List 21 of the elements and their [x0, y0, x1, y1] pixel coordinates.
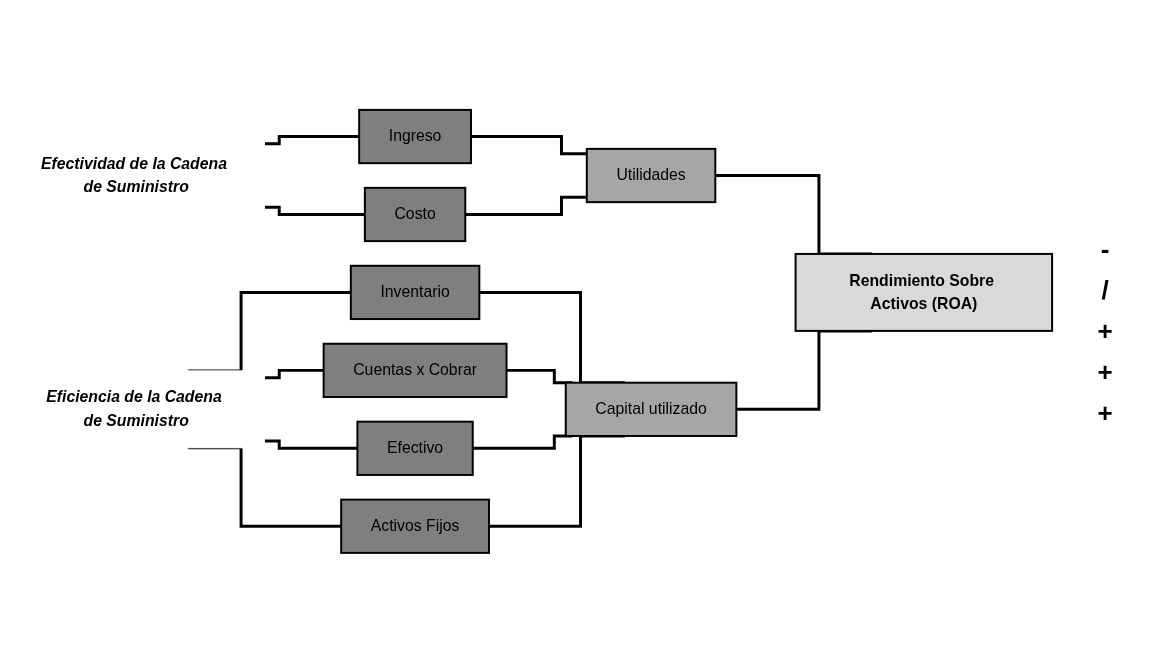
node-box: Rendimiento Sobre Activos (ROA): [794, 252, 1054, 332]
connector: [264, 368, 324, 379]
operator-sign: +: [1097, 397, 1113, 429]
node-box: Ingreso: [358, 108, 472, 164]
operator-sign: /: [1101, 274, 1109, 306]
operator-sign: -: [1100, 233, 1110, 265]
operator-sign: +: [1097, 315, 1113, 347]
node-box: Cuentas x Cobrar: [322, 342, 508, 398]
operator-sign: +: [1097, 356, 1113, 388]
connector: [264, 439, 358, 450]
connector: [264, 134, 360, 145]
node-box: Activos Fijos: [340, 498, 490, 554]
node-box: Costo: [363, 186, 467, 242]
node-box: Capital utilizado: [564, 381, 738, 437]
node-box: Inventario: [349, 264, 481, 320]
node-box: Utilidades: [585, 147, 717, 203]
connector: [465, 195, 587, 216]
connector: [471, 134, 587, 155]
connector: [264, 205, 365, 216]
node-text: Efectividad de la Cadena de Suministro: [40, 154, 227, 195]
node-box: Efectivo: [356, 420, 474, 476]
